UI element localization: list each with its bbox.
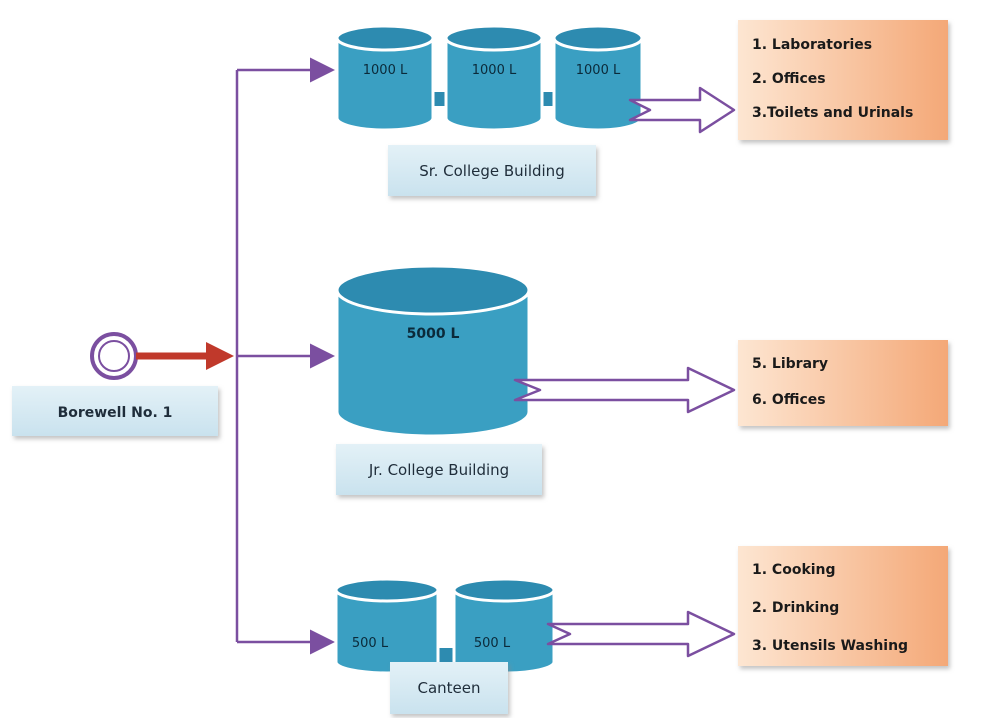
outflow-arrow	[546, 610, 736, 658]
tank-500l: 500 L	[452, 577, 556, 675]
usage-item: 1. Laboratories	[752, 37, 872, 53]
usage-box	[738, 20, 948, 140]
usage-item: 3. Utensils Washing	[752, 638, 908, 654]
outflow-arrow	[628, 86, 736, 134]
tank-1000l: 1000 L	[552, 24, 644, 132]
tank-capacity-label: 5000 L	[407, 326, 460, 342]
source-arrow-head	[206, 342, 234, 370]
building-label-box	[390, 662, 508, 714]
building-label: Jr. College Building	[368, 461, 509, 479]
tank-capacity-label: 500 L	[352, 636, 389, 651]
usage-item: 5. Library	[752, 356, 828, 372]
tank-1000l: 1000 L	[335, 24, 435, 132]
usage-item: 1. Cooking	[752, 562, 836, 578]
jr-college-branch: 5000 L Jr. College Building 5. Library 6…	[335, 264, 948, 495]
canteen-branch: 500 L 500 L Canteen 1. Cooking 2. Drinki…	[334, 546, 948, 714]
tank-capacity-label: 1000 L	[472, 63, 517, 78]
tank-connector	[438, 648, 454, 662]
usage-item: 6. Offices	[752, 392, 826, 408]
tank-capacity-label: 1000 L	[576, 63, 621, 78]
usage-item: 2. Drinking	[752, 600, 839, 616]
borewell-label-box	[12, 386, 218, 436]
usage-item: 3.Toilets and Urinals	[752, 105, 913, 121]
building-label-box	[336, 444, 542, 495]
tank-capacity-label: 1000 L	[363, 63, 408, 78]
usage-item: 2. Offices	[752, 71, 826, 87]
borewell-label: Borewell No. 1	[58, 405, 173, 421]
outflow-arrow	[513, 366, 736, 414]
sr-college-branch: 1000 L 1000 L 1000 L Sr. College Buildin…	[335, 20, 948, 196]
borewell-source: Borewell No. 1	[12, 332, 234, 436]
tank-capacity-label: 500 L	[474, 636, 511, 651]
building-label: Canteen	[417, 679, 480, 697]
pipe-network	[235, 57, 335, 655]
tank-1000l: 1000 L	[444, 24, 544, 132]
borewell-inner-ring	[98, 340, 130, 372]
usage-box	[738, 546, 948, 666]
usage-box	[738, 340, 948, 426]
tank-500l: 500 L	[334, 577, 440, 675]
tank-5000l: 5000 L	[335, 264, 531, 438]
building-label-box	[388, 145, 596, 196]
building-label: Sr. College Building	[419, 162, 564, 180]
